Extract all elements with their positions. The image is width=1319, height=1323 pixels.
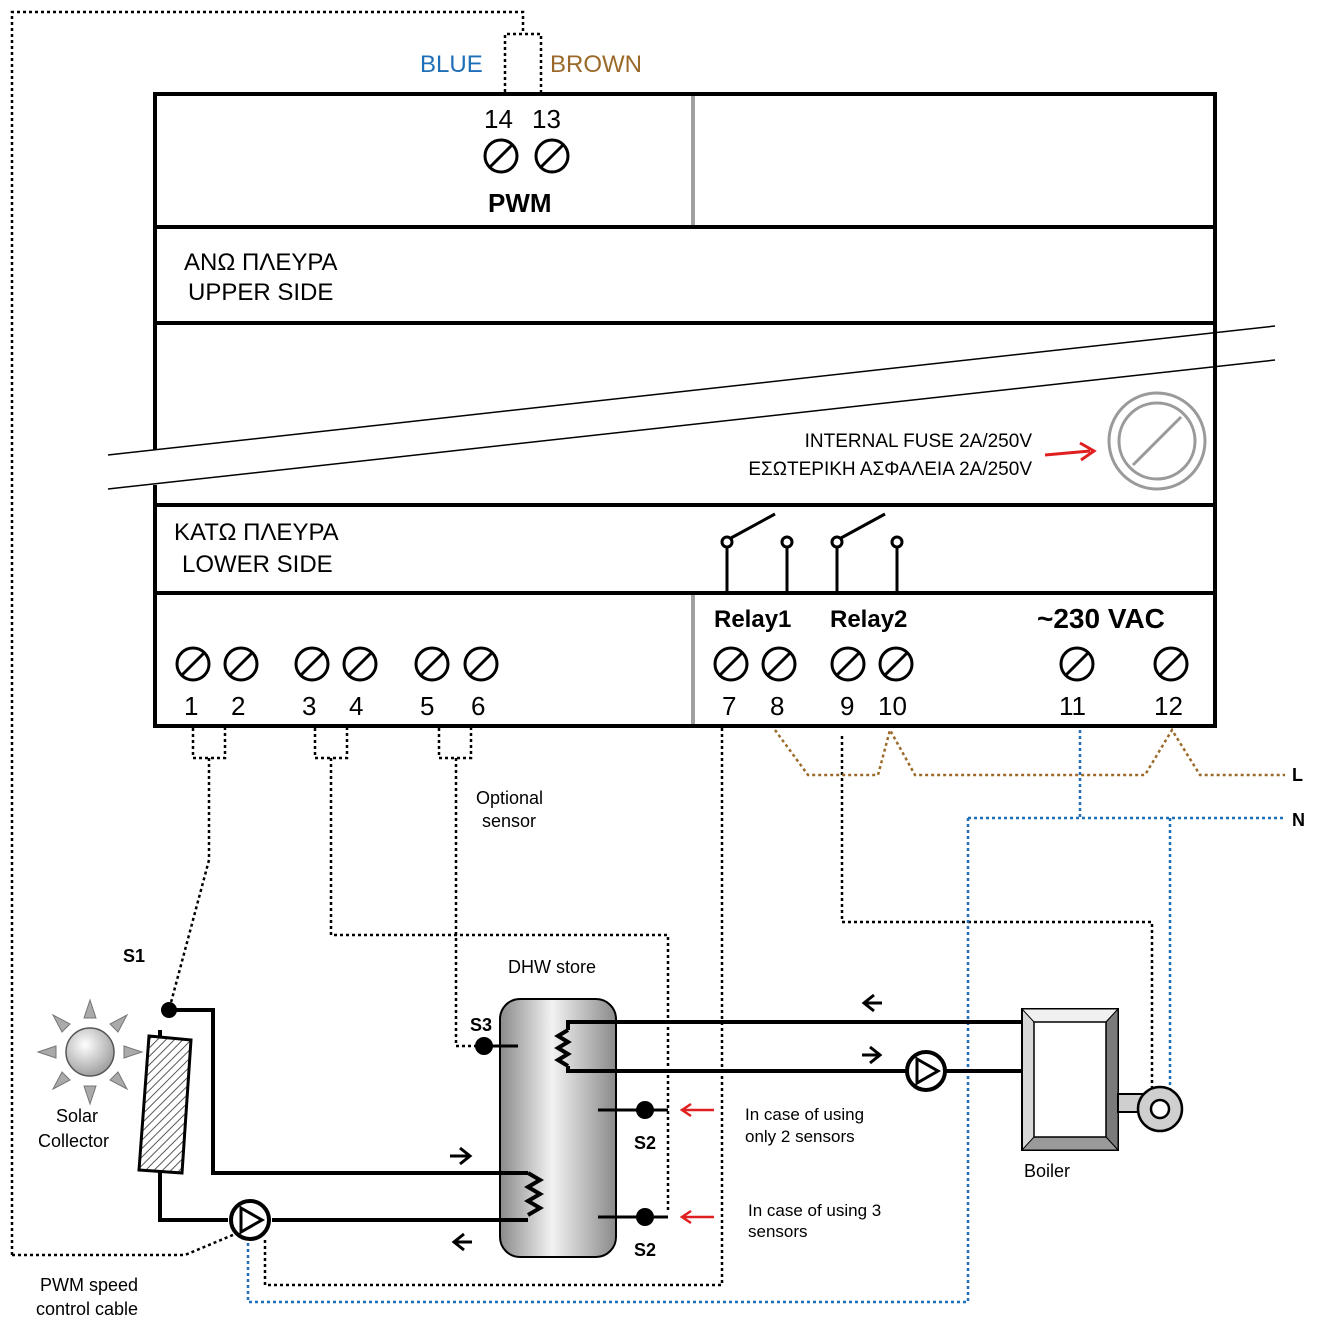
terminal-6-label: 6 <box>471 691 485 721</box>
terminal-5-screw-icon[interactable] <box>414 646 450 682</box>
flow-arrow-icon <box>450 1146 473 1166</box>
flow-arrows <box>450 993 883 1252</box>
terminal-2-screw-icon[interactable] <box>223 646 259 682</box>
brown-wire-label: BROWN <box>550 51 642 78</box>
dhw-store-label: DHW store <box>508 957 596 977</box>
terminal-13-label: 13 <box>532 104 561 134</box>
solar-pump-icon <box>229 1199 271 1241</box>
terminal-7-label: 7 <box>722 691 736 721</box>
note-three-sensors-line2: sensors <box>748 1222 808 1241</box>
dhw-store-tank <box>499 998 617 1258</box>
terminal-3-screw-icon[interactable] <box>294 646 330 682</box>
flow-arrow-icon <box>862 1045 883 1065</box>
red-arrow-icon <box>679 1102 714 1118</box>
terminal-10-label: 10 <box>878 691 907 721</box>
lower-side-greek: ΚΑΤΩ ΠΛΕΥΡΑ <box>174 519 339 546</box>
live-wires <box>773 726 1285 777</box>
boiler-pump-icon <box>905 1050 947 1092</box>
terminal-13-screw-icon[interactable] <box>534 138 570 174</box>
power-label: ~230 VAC <box>1037 603 1165 634</box>
sensor-s1-icon <box>161 1002 177 1018</box>
neutral-label: N <box>1292 810 1305 830</box>
neutral-wires <box>246 730 1285 1304</box>
terminal-9-screw-icon[interactable] <box>830 646 866 682</box>
solar-collector-icon <box>137 1030 193 1175</box>
sensor-s2-lower-icon <box>598 1208 668 1226</box>
terminal-numbers: 1 2 3 4 5 6 7 8 9 10 11 12 <box>184 691 1183 721</box>
terminal-1-label: 1 <box>184 691 198 721</box>
solar-collector-line2: Collector <box>38 1131 109 1151</box>
fuse-arrow-icon <box>1044 441 1097 462</box>
boiler-label: Boiler <box>1024 1161 1070 1181</box>
terminal-12-screw-icon[interactable] <box>1153 646 1189 682</box>
relay1-label: Relay1 <box>714 606 791 633</box>
terminal-5-label: 5 <box>420 691 434 721</box>
pwm-cable-line2: control cable <box>36 1299 138 1319</box>
pwm-cable-line1: PWM speed <box>40 1275 138 1295</box>
live-label: L <box>1292 765 1303 785</box>
pwm-top-wires <box>10 10 543 1255</box>
boiler-loop-pipes <box>554 1020 1022 1073</box>
terminal-10-screw-icon[interactable] <box>878 646 914 682</box>
relay2-label: Relay2 <box>830 606 907 633</box>
note-arrows <box>679 1102 714 1225</box>
terminal-8-label: 8 <box>770 691 784 721</box>
terminal-14-screw-icon[interactable] <box>483 138 519 174</box>
terminal-3-label: 3 <box>302 691 316 721</box>
blue-wire-label: BLUE <box>420 51 483 78</box>
sensor-s2-lower-label: S2 <box>634 1240 656 1260</box>
terminal-11-label: 11 <box>1059 691 1086 721</box>
solar-loop-pipes <box>158 1008 544 1222</box>
fuse-icon[interactable] <box>1107 391 1207 491</box>
note-two-sensors-line2: only 2 sensors <box>745 1127 855 1146</box>
pwm-label: PWM <box>488 188 552 218</box>
flow-arrow-icon <box>451 1232 472 1252</box>
relay2-switch-icon <box>830 512 904 593</box>
fuse-label-english: INTERNAL FUSE 2A/250V <box>805 431 1033 452</box>
upper-side-english: UPPER SIDE <box>188 279 333 306</box>
flow-arrow-icon <box>861 993 882 1013</box>
sensor-s2-upper-label: S2 <box>634 1133 656 1153</box>
terminal-14-label: 14 <box>484 104 513 134</box>
terminal-4-screw-icon[interactable] <box>342 646 378 682</box>
upper-side-greek: ΑΝΩ ΠΛΕΥΡΑ <box>184 249 338 276</box>
terminal-2-label: 2 <box>231 691 245 721</box>
lower-side-english: LOWER SIDE <box>182 551 333 578</box>
optional-sensor-line1: Optional <box>476 788 543 808</box>
fuse-label-greek: ΕΣΩΤΕΡΙΚΗ ΑΣΦΑΛΕΙΑ 2A/250V <box>748 459 1032 480</box>
note-three-sensors-line1: In case of using 3 <box>748 1201 881 1220</box>
red-arrow-icon <box>679 1209 714 1225</box>
optional-sensor-line2: sensor <box>482 811 536 831</box>
boiler-icon <box>1020 1007 1120 1152</box>
sensor-s3-icon <box>475 1037 518 1055</box>
terminal-6-screw-icon[interactable] <box>463 646 499 682</box>
solar-collector-line1: Solar <box>56 1106 98 1126</box>
boiler-burner-icon <box>1117 1085 1184 1133</box>
terminal-9-label: 9 <box>840 691 854 721</box>
terminal-4-label: 4 <box>349 691 363 721</box>
sensor-s2-upper-icon <box>598 1101 668 1119</box>
terminal-7-screw-icon[interactable] <box>713 646 749 682</box>
terminal-11-screw-icon[interactable] <box>1059 646 1095 682</box>
sensor-wires <box>12 728 1154 1287</box>
relay1-switch-icon <box>720 512 794 593</box>
sensor-s1-label: S1 <box>123 946 145 966</box>
terminal-12-label: 12 <box>1154 691 1183 721</box>
terminal-1-screw-icon[interactable] <box>175 646 211 682</box>
sensor-s3-label: S3 <box>470 1015 492 1035</box>
sun-icon <box>36 998 144 1106</box>
note-two-sensors-line1: In case of using <box>745 1105 864 1124</box>
terminal-8-screw-icon[interactable] <box>761 646 797 682</box>
controller-box <box>107 92 1276 728</box>
